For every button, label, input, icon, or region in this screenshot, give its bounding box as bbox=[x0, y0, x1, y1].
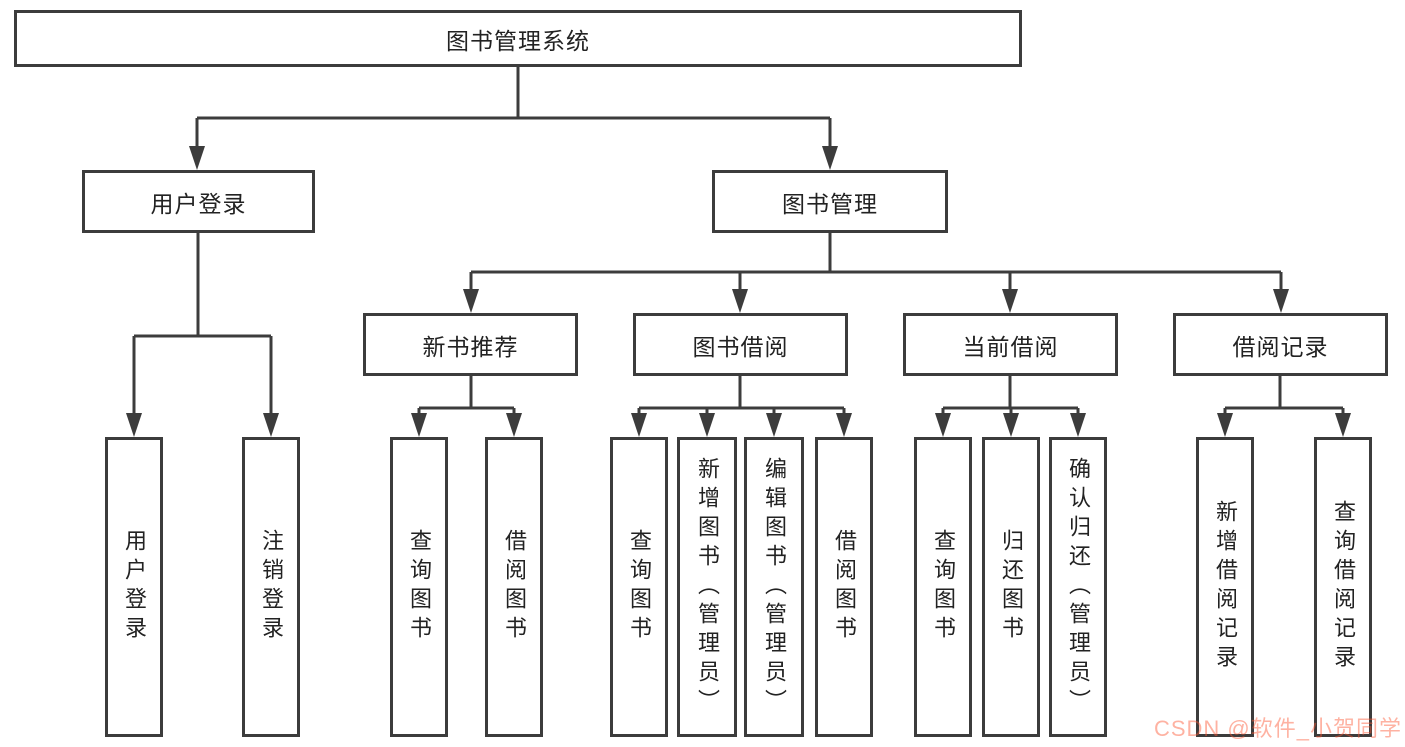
leaf-user-login-box: 用户登录 bbox=[105, 437, 163, 737]
leaf-recommend-borrow-books-box: 借阅图书 bbox=[485, 437, 543, 737]
module-current-borrow-box: 当前借阅 bbox=[903, 313, 1118, 376]
branch-book-management-box: 图书管理 bbox=[712, 170, 948, 233]
leaf-current-return-books-box: 归还图书 bbox=[982, 437, 1040, 737]
module-new-book-recommend-box: 新书推荐 bbox=[363, 313, 578, 376]
leaf-borrow-edit-books-admin-box: 编辑图书（管理员） bbox=[744, 437, 804, 737]
leaf-logout-box: 注销登录 bbox=[242, 437, 300, 737]
watermark: CSDN @软件_小贺同学 bbox=[1153, 716, 1402, 741]
leaf-current-confirm-return-admin-box: 确认归还（管理员） bbox=[1049, 437, 1107, 737]
leaf-records-query-record-box: 查询借阅记录 bbox=[1314, 437, 1372, 737]
module-book-borrow-box: 图书借阅 bbox=[633, 313, 848, 376]
leaf-borrow-query-books-box: 查询图书 bbox=[610, 437, 668, 737]
leaf-borrow-add-books-admin-box: 新增图书（管理员） bbox=[677, 437, 737, 737]
leaf-current-query-books-box: 查询图书 bbox=[914, 437, 972, 737]
leaf-borrow-borrow-books-box: 借阅图书 bbox=[815, 437, 873, 737]
leaf-records-add-record-box: 新增借阅记录 bbox=[1196, 437, 1254, 737]
arrowhead-icons bbox=[126, 146, 1351, 437]
module-borrow-records-box: 借阅记录 bbox=[1173, 313, 1388, 376]
branch-user-login-box: 用户登录 bbox=[82, 170, 315, 233]
root-box: 图书管理系统 bbox=[14, 10, 1022, 67]
leaf-recommend-query-books-box: 查询图书 bbox=[390, 437, 448, 737]
